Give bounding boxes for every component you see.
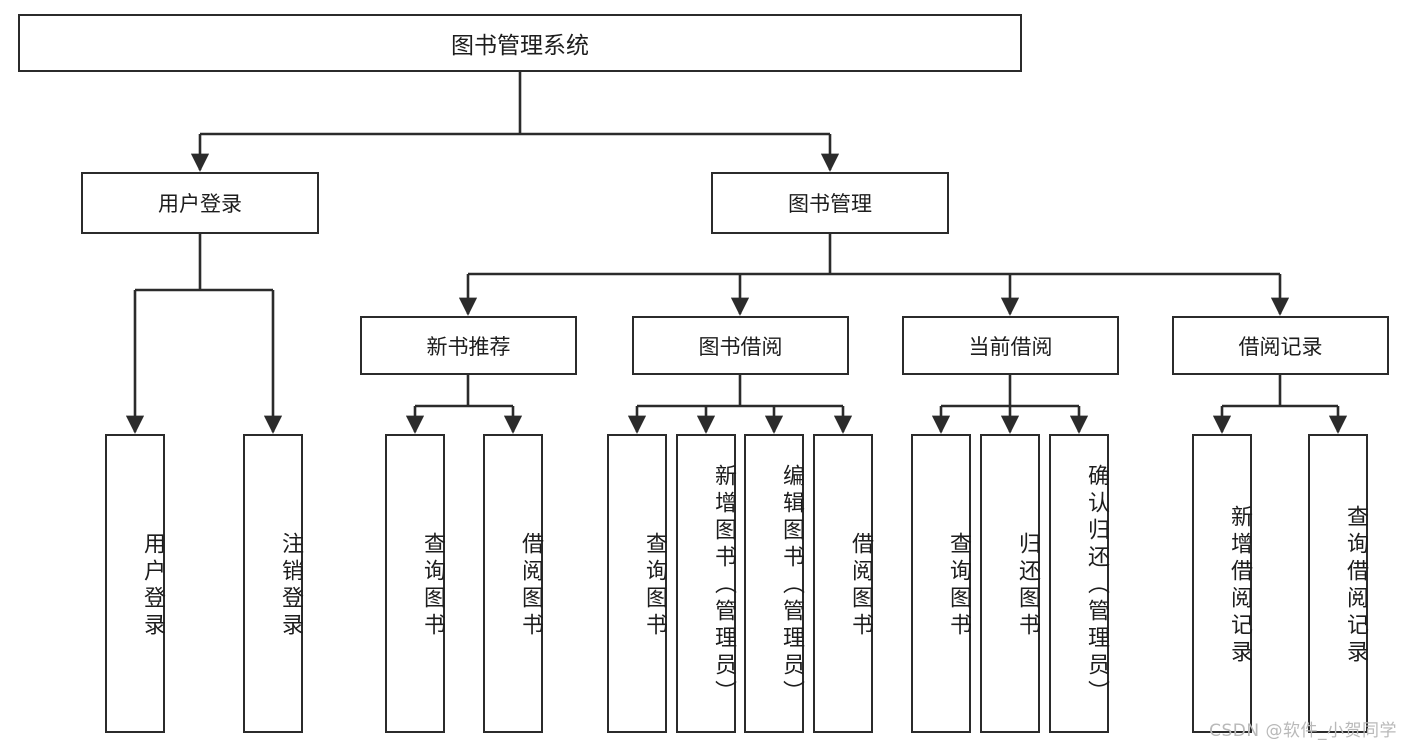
- leaf-borrow-add-book-admin[interactable]: 新增图书（管理员）: [676, 434, 736, 733]
- node-label: 图书借阅: [698, 334, 783, 359]
- node-label: 查询图书: [946, 531, 971, 640]
- leaf-current-confirm-return-admin[interactable]: 确认归还（管理员）: [1049, 434, 1109, 733]
- leaf-borrow-edit-book-admin[interactable]: 编辑图书（管理员）: [744, 434, 804, 733]
- node-label: 借阅图书: [518, 531, 543, 640]
- leaf-record-query-record[interactable]: 查询借阅记录: [1308, 434, 1368, 733]
- leaf-borrow-query-book[interactable]: 查询图书: [607, 434, 667, 733]
- node-label: 查询图书: [642, 531, 667, 640]
- leaf-current-return-book[interactable]: 归还图书: [980, 434, 1040, 733]
- node-book-borrow[interactable]: 图书借阅: [632, 316, 849, 375]
- node-label: 新增借阅记录: [1227, 504, 1252, 667]
- node-current-borrow[interactable]: 当前借阅: [902, 316, 1119, 375]
- node-root-system[interactable]: 图书管理系统: [18, 14, 1022, 72]
- node-label: 图书管理系统: [451, 33, 589, 59]
- leaf-user-login-logout[interactable]: 注销登录: [243, 434, 303, 733]
- leaf-current-query-book[interactable]: 查询图书: [911, 434, 971, 733]
- csdn-watermark: CSDN @软件_小贺同学: [1209, 721, 1397, 741]
- node-label: 用户登录: [140, 531, 165, 640]
- node-label: 查询图书: [420, 531, 445, 640]
- node-label: 借阅图书: [848, 531, 873, 640]
- node-label: 当前借阅: [968, 334, 1053, 359]
- node-label: 借阅记录: [1238, 334, 1323, 359]
- node-label: 编辑图书（管理员）: [779, 464, 804, 707]
- leaf-borrow-borrow-book[interactable]: 借阅图书: [813, 434, 873, 733]
- node-user-login[interactable]: 用户登录: [81, 172, 319, 234]
- leaf-recommend-query-book[interactable]: 查询图书: [385, 434, 445, 733]
- node-label: 用户登录: [158, 192, 242, 216]
- node-borrow-record[interactable]: 借阅记录: [1172, 316, 1389, 375]
- leaf-user-login-login[interactable]: 用户登录: [105, 434, 165, 733]
- node-label: 新书推荐: [426, 334, 511, 359]
- leaf-record-add-record[interactable]: 新增借阅记录: [1192, 434, 1252, 733]
- node-label: 注销登录: [278, 531, 303, 640]
- node-book-management[interactable]: 图书管理: [711, 172, 949, 234]
- node-label: 新增图书（管理员）: [711, 464, 736, 707]
- node-new-book-recommend[interactable]: 新书推荐: [360, 316, 577, 375]
- node-label: 查询借阅记录: [1343, 504, 1368, 667]
- node-label: 图书管理: [788, 192, 872, 216]
- node-label: 归还图书: [1015, 531, 1040, 640]
- node-label: 确认归还（管理员）: [1084, 464, 1109, 707]
- leaf-recommend-borrow-book[interactable]: 借阅图书: [483, 434, 543, 733]
